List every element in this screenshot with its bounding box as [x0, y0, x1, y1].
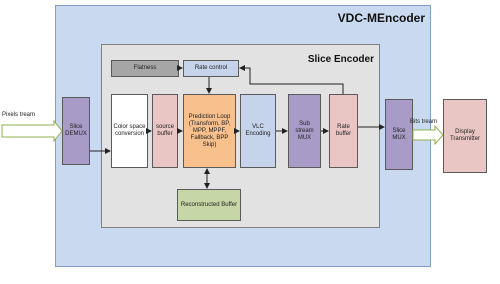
- rate-buffer-label: Rate buffer: [335, 124, 352, 137]
- encoder-title: VDC-MEncoder: [337, 11, 425, 25]
- color-space-conversion-block: Color space conversion: [111, 94, 148, 168]
- reconstructed-buffer-block: Reconstructed Buffer: [177, 189, 241, 221]
- rate-buffer-block: Rate buffer: [329, 94, 358, 168]
- rate-control-label: Rate control: [194, 65, 228, 71]
- rate-control-block: Rate control: [183, 60, 239, 77]
- substream-mux-label: Sub stream MUX: [295, 120, 314, 141]
- bitstream-label: Bits tream: [410, 119, 438, 125]
- substream-mux-block: Sub stream MUX: [288, 94, 321, 168]
- prediction-loop-block: Prediction Loop (Transform, BP, MPP, MPP…: [183, 94, 236, 168]
- arrow-ratebuffer-to-ratecontrol: [239, 65, 344, 94]
- color-space-conversion-label: Color space conversion: [113, 124, 146, 137]
- pixel-stream-label: Pixels tream: [2, 112, 36, 118]
- display-transmitter-block: Display Transmitter: [443, 99, 487, 173]
- vlc-encoding-block: VLC Encoding: [240, 94, 276, 168]
- slice-mux-label: Slice MUX: [392, 127, 406, 141]
- pixel-stream-input-arrow: [1, 119, 63, 143]
- bitstream-output-arrow: [412, 124, 444, 146]
- slice-demux-block: Slice DEMUX: [62, 97, 90, 165]
- source-buffer-block: source buffer: [152, 94, 178, 168]
- slice-demux-label: Slice DEMUX: [65, 124, 87, 137]
- prediction-loop-label: Prediction Loop (Transform, BP, MPP, MPP…: [188, 113, 231, 148]
- flatness-label: Flatness: [133, 65, 157, 71]
- source-buffer-label: source buffer: [155, 124, 174, 137]
- display-transmitter-label: Display Transmitter: [449, 129, 481, 142]
- vlc-encoding-label: VLC Encoding: [245, 124, 271, 137]
- slice-encoder-title: Slice Encoder: [307, 54, 374, 65]
- reconstructed-buffer-label: Reconstructed Buffer: [180, 201, 238, 208]
